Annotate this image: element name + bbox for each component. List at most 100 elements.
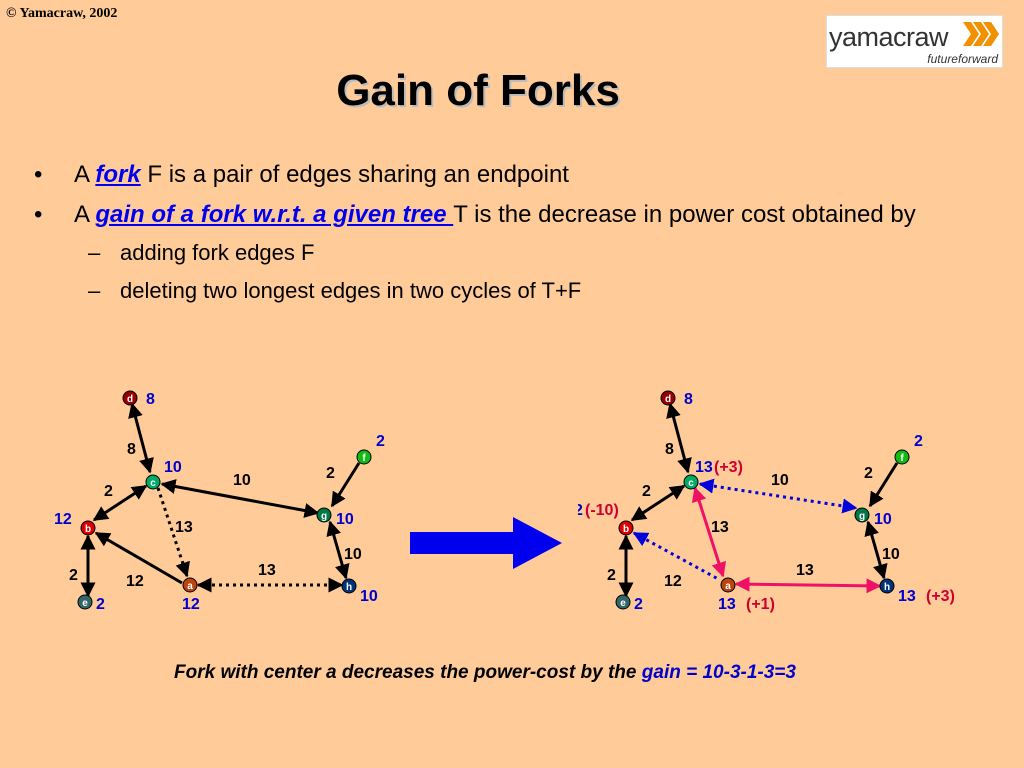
weight-d-c: 8 <box>665 441 674 458</box>
edge-f-g <box>330 462 361 508</box>
node-d: d <box>660 390 676 406</box>
node-g: g <box>316 507 332 523</box>
label-f: 2 <box>914 433 923 450</box>
edge-b-a <box>632 531 721 582</box>
node-b: b <box>80 520 96 536</box>
svg-text:g: g <box>859 511 865 522</box>
node-h: h <box>341 578 357 594</box>
bullet-list: • A fork F is a pair of edges sharing an… <box>34 160 974 316</box>
edge-d-c <box>128 402 154 474</box>
weight-f-g: 2 <box>864 465 873 482</box>
caption-text: Fork with center a decreases the power-c… <box>174 662 642 683</box>
chevron-logo-icon <box>963 22 999 46</box>
sub-bullet-delete: –deleting two longest edges in two cycle… <box>88 278 582 303</box>
weight-c-a: 13 <box>175 519 193 536</box>
svg-text:b: b <box>623 524 629 535</box>
weight-b-e: 2 <box>69 567 78 584</box>
weight-g-h: 10 <box>882 546 900 563</box>
caption-gain: gain = 10-3-1-3=3 <box>641 662 796 683</box>
svg-text:d: d <box>127 394 133 405</box>
right-arrow-icon <box>410 517 562 569</box>
weight-c-g: 10 <box>771 472 789 489</box>
label-g: 10 <box>874 511 892 528</box>
label-d: 8 <box>146 391 155 408</box>
edge-d-c <box>666 402 692 474</box>
label-a: 12 <box>182 596 200 613</box>
edge-c-a <box>156 487 190 578</box>
edge-c-g <box>698 478 858 514</box>
label-e: 2 <box>96 596 105 613</box>
svg-text:c: c <box>150 478 156 489</box>
bullet-gain-definition: • A gain of a fork w.r.t. a given tree T… <box>34 200 974 306</box>
weight-b-a: 12 <box>126 573 144 590</box>
edge-b-c <box>92 484 148 522</box>
tree-graph-before: d c f g b a h e 8 10 2 10 12 12 10 2 8 2… <box>54 390 385 613</box>
sub-bullet-add: –adding fork edges F <box>88 240 315 265</box>
weight-g-h: 10 <box>344 546 362 563</box>
logo-tagline: futureforward <box>927 52 998 66</box>
weight-b-c: 2 <box>642 483 651 500</box>
label-g: 10 <box>336 511 354 528</box>
label-b: 12 <box>54 511 72 528</box>
logo-wordmark: yamacraw <box>829 22 949 52</box>
label-a-delta: (+1) <box>746 596 775 613</box>
label-f: 2 <box>376 433 385 450</box>
edge-b-a <box>94 531 183 585</box>
weight-d-c: 8 <box>127 441 136 458</box>
svg-text:e: e <box>620 598 626 609</box>
label-d: 8 <box>684 391 693 408</box>
node-b: b <box>618 520 634 536</box>
node-e: e <box>615 594 631 610</box>
edge-g-h <box>326 520 350 580</box>
edge-b-c <box>630 484 686 522</box>
label-c-delta: (+3) <box>714 459 743 476</box>
gain-caption: Fork with center a decreases the power-c… <box>174 662 796 684</box>
node-e: e <box>77 594 93 610</box>
slide-title: Gain of Forks <box>336 66 620 115</box>
svg-text:e: e <box>82 598 88 609</box>
right-graph: d c f g b a h e 8 13 (+3) 2 10 2 (-10) 1… <box>574 380 998 625</box>
svg-text:b: b <box>85 524 91 535</box>
node-d: d <box>122 390 138 406</box>
edge-c-g <box>160 479 320 518</box>
svg-text:f: f <box>900 453 904 464</box>
gain-term-link[interactable]: gain of a fork w.r.t. a given tree <box>95 201 454 228</box>
weight-a-h: 13 <box>258 562 276 579</box>
svg-text:g: g <box>321 511 327 522</box>
svg-text:c: c <box>688 478 694 489</box>
bullet-fork-definition: • A fork F is a pair of edges sharing an… <box>34 161 569 188</box>
label-a: 13 <box>718 596 736 613</box>
label-h: 13 <box>898 588 916 605</box>
weight-b-e: 2 <box>607 567 616 584</box>
svg-text:f: f <box>362 453 366 464</box>
bullet-text: A <box>74 201 96 228</box>
bullet-text: T is the decrease in power cost obtained… <box>453 201 916 228</box>
label-h: 10 <box>360 588 378 605</box>
node-f: f <box>356 449 372 465</box>
weight-c-a: 13 <box>711 519 729 536</box>
weight-f-g: 2 <box>326 465 335 482</box>
svg-text:d: d <box>665 394 671 405</box>
weight-c-g: 10 <box>233 472 251 489</box>
label-c: 10 <box>164 459 182 476</box>
yamacraw-logo: yamacraw futureforward <box>826 15 1003 68</box>
copyright-text: © Yamacraw, 2002 <box>6 6 118 21</box>
bullet-text: F is a pair of edges sharing an endpoint <box>140 161 569 188</box>
label-b-delta: (-10) <box>585 502 619 519</box>
svg-text:a: a <box>725 581 731 592</box>
svg-text:a: a <box>187 581 193 592</box>
node-a: a <box>720 577 736 593</box>
edge-c-a <box>691 486 727 578</box>
edge-g-h <box>864 520 888 580</box>
node-h: h <box>879 578 895 594</box>
edge-a-h <box>734 576 882 594</box>
node-a: a <box>182 577 198 593</box>
node-f: f <box>894 449 910 465</box>
left-graph: d c f g b a h e 8 10 2 10 12 12 10 2 8 2… <box>40 380 420 625</box>
fork-term-link[interactable]: fork <box>95 161 141 188</box>
sub-bullet-text: adding fork edges F <box>120 240 315 265</box>
label-h-delta: (+3) <box>926 588 955 605</box>
node-c: c <box>145 474 161 490</box>
label-e: 2 <box>634 596 643 613</box>
node-g: g <box>854 507 870 523</box>
